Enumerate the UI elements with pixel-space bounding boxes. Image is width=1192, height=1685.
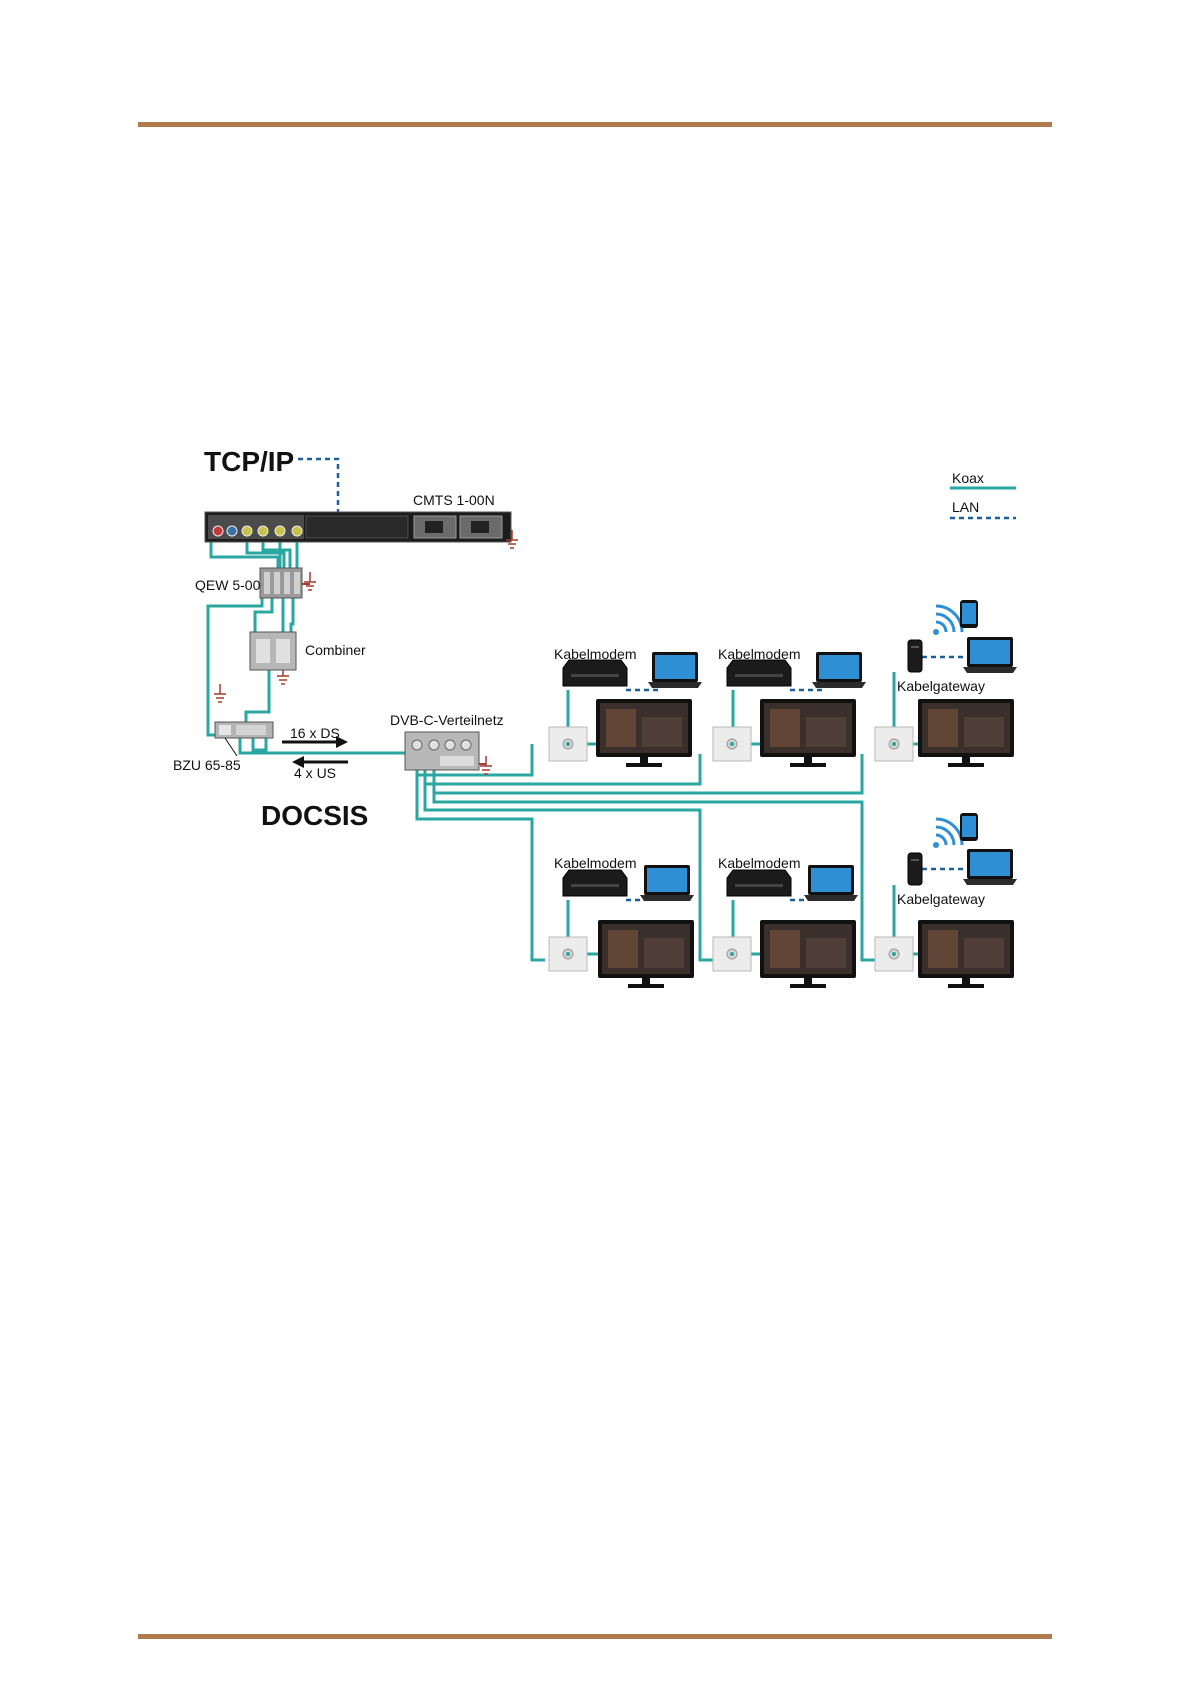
wall-outlet-icon — [713, 727, 751, 761]
ground-icon — [304, 572, 316, 590]
koax-qew-combiner-3 — [291, 598, 293, 632]
wifi-icon — [933, 819, 962, 848]
downstream-label: 16 x DS — [290, 725, 340, 741]
tablet-icon — [960, 813, 978, 841]
modem-label-1: Kabelmodem — [554, 646, 637, 662]
qew-device — [260, 568, 310, 598]
cmts-port-3 — [275, 526, 285, 536]
tv-icon — [596, 699, 692, 767]
koax-combiner-bzu — [246, 670, 269, 722]
modem-label-4: Kabelmodem — [718, 855, 801, 871]
koax-dist-b1 — [417, 770, 545, 960]
ground-icon — [214, 684, 226, 702]
wall-outlet-icon — [713, 937, 751, 971]
modem-label-2: Kabelmodem — [718, 646, 801, 662]
cmts-front-panel — [208, 515, 304, 539]
tablet-icon — [960, 600, 978, 628]
modem-label-3: Kabelmodem — [554, 855, 637, 871]
laptop-icon — [812, 652, 866, 688]
bzu-label: BZU 65-85 — [173, 757, 241, 773]
cable-modem-icon — [563, 870, 627, 896]
laptop-icon — [963, 637, 1017, 673]
koax-bzu-out-2 — [253, 738, 266, 750]
wall-outlet-icon — [875, 937, 913, 971]
router-icon — [908, 640, 922, 672]
combiner-device — [250, 632, 296, 670]
dvbc-label: DVB-C-Verteilnetz — [390, 712, 504, 728]
tv-icon — [760, 920, 856, 988]
laptop-icon — [648, 652, 702, 688]
tv-icon — [918, 699, 1014, 767]
wall-outlet-icon — [549, 727, 587, 761]
cmts-port-1 — [242, 526, 252, 536]
dvbc-distributor — [405, 732, 486, 770]
legend-koax-label: Koax — [952, 470, 984, 486]
cable-modem-icon — [727, 660, 791, 686]
wall-outlet-icon — [549, 937, 587, 971]
combiner-label: Combiner — [305, 642, 366, 658]
legend-lan-label: LAN — [952, 499, 979, 515]
cmts-label: CMTS 1-00N — [413, 492, 495, 508]
laptop-icon — [640, 865, 694, 901]
gateway-label-2: Kabelgateway — [897, 891, 985, 907]
cable-modem-icon — [563, 660, 627, 686]
wifi-icon — [933, 606, 962, 635]
docsis-title: DOCSIS — [261, 800, 368, 831]
cable-modem-icon — [727, 870, 791, 896]
tcpip-title: TCP/IP — [204, 446, 294, 477]
router-icon — [908, 853, 922, 885]
gateway-label-1: Kabelgateway — [897, 678, 985, 694]
cmts-port-4 — [292, 526, 302, 536]
tv-icon — [760, 699, 856, 767]
upstream-label: 4 x US — [294, 765, 336, 781]
laptop-icon — [804, 865, 858, 901]
tcpip-lan-line — [298, 459, 338, 512]
tv-icon — [918, 920, 1014, 988]
wall-outlet-icon — [875, 727, 913, 761]
cmts-port-2 — [258, 526, 268, 536]
cmts-vent — [306, 516, 408, 538]
laptop-icon — [963, 849, 1017, 885]
cmts-device — [205, 512, 511, 542]
tv-icon — [598, 920, 694, 988]
cmts-port-red — [213, 526, 223, 536]
legend: Koax LAN — [950, 470, 1016, 518]
qew-label: QEW 5-00 — [195, 577, 261, 593]
